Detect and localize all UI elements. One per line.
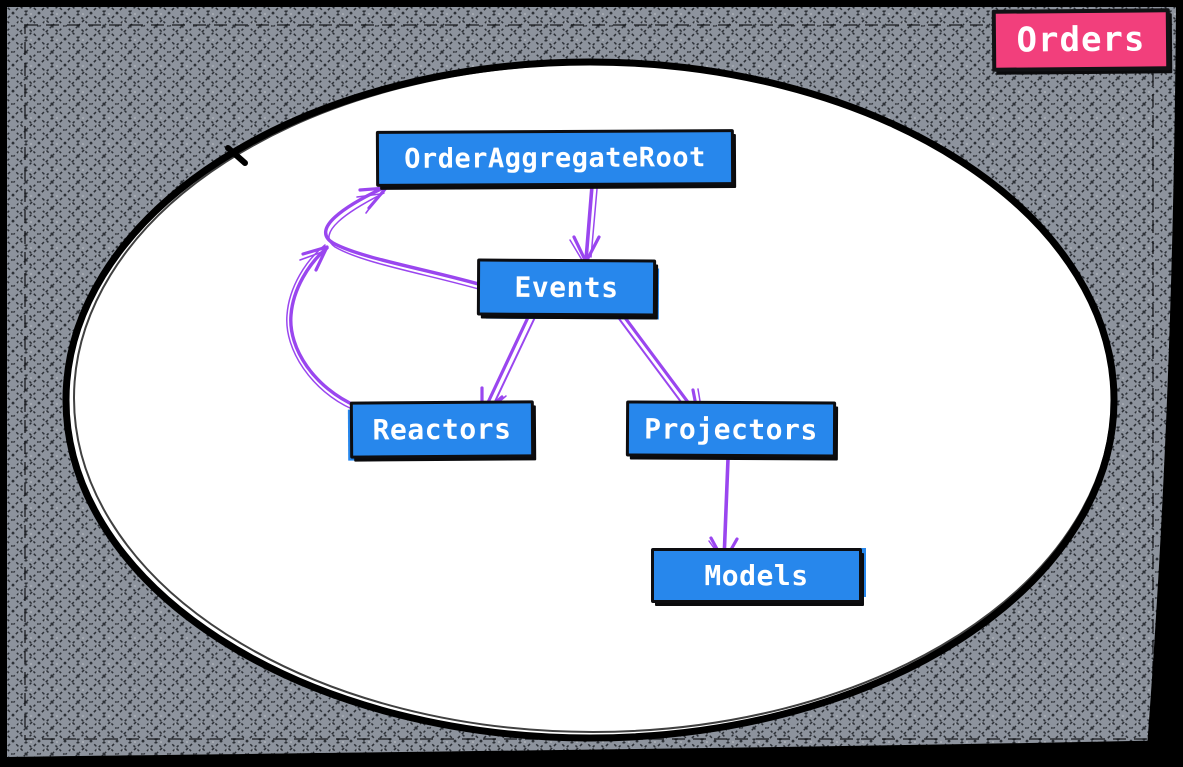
node-label: OrderAggregateRoot — [404, 141, 706, 175]
arrow-events-to-oar — [324, 186, 491, 293]
node-projectors: Projectors — [625, 400, 837, 458]
node-models: Models — [651, 548, 862, 603]
node-label: Models — [704, 559, 809, 592]
node-events: Events — [476, 258, 657, 317]
context-label-orders: Orders — [991, 8, 1171, 72]
arrow-oar-to-events — [569, 184, 601, 264]
node-label: Events — [514, 270, 619, 305]
arrow-reactors-to-oar — [286, 244, 358, 410]
node-label: Projectors — [644, 412, 818, 446]
context-label-text: Orders — [1016, 19, 1146, 61]
node-order-aggregate-root: OrderAggregateRoot — [375, 129, 735, 187]
node-label: Reactors — [372, 412, 512, 447]
node-reactors: Reactors — [349, 400, 535, 459]
sketch-tick — [225, 145, 248, 166]
